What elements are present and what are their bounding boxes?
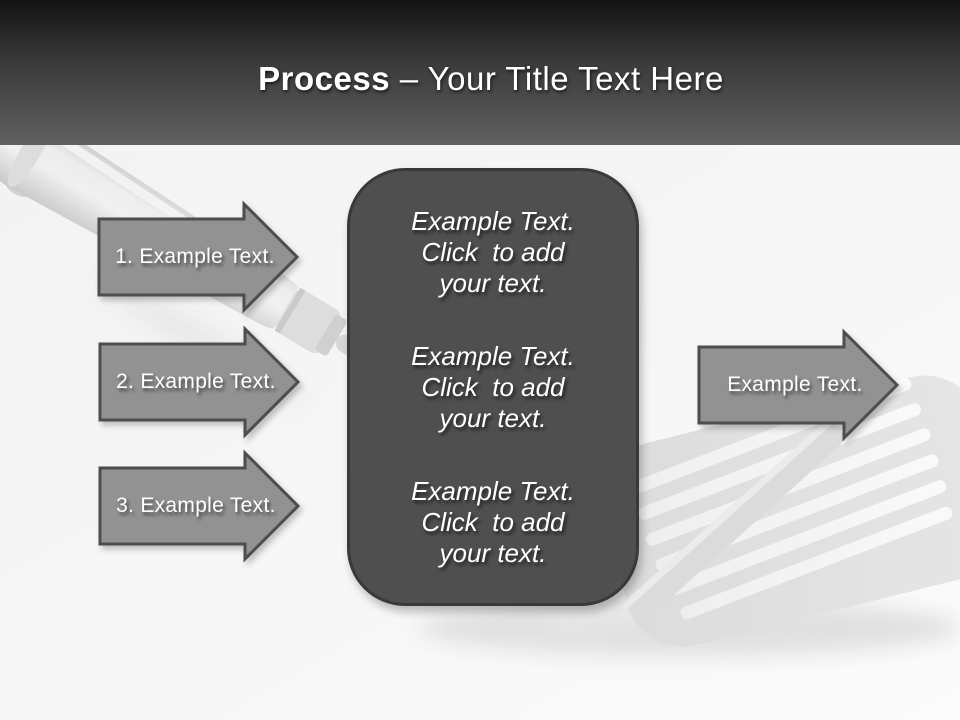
step-arrow-1: 1. Example Text. xyxy=(97,200,301,314)
slide-title: Process – Your Title Text Here xyxy=(236,48,724,98)
center-text-paragraph-1: Example Text. Click to add your text. xyxy=(411,205,575,298)
step-arrow-2-shape xyxy=(98,325,301,439)
step-arrow-2-label: 2. Example Text. xyxy=(116,370,276,393)
center-text-paragraph-2: Example Text. Click to add your text. xyxy=(411,340,575,433)
title-rest: – Your Title Text Here xyxy=(399,59,724,97)
center-text-box: Example Text. Click to add your text. Ex… xyxy=(347,168,639,606)
step-arrow-2: 2. Example Text. xyxy=(98,325,302,439)
step-arrow-1-shape xyxy=(97,200,300,314)
title-emphasis: Process xyxy=(258,59,391,97)
center-text-paragraph-3: Example Text. Click to add your text. xyxy=(411,475,575,568)
step-arrow-1-label: 1. Example Text. xyxy=(115,245,275,268)
step-arrow-3-label: 3. Example Text. xyxy=(116,494,276,517)
step-arrow-3-shape xyxy=(98,449,301,563)
step-arrow-3: 3. Example Text. xyxy=(98,449,302,563)
slide-header: Process – Your Title Text Here xyxy=(0,0,960,145)
output-arrow: Example Text. xyxy=(697,328,901,442)
output-arrow-shape xyxy=(697,328,900,442)
output-arrow-label: Example Text. xyxy=(727,373,863,396)
